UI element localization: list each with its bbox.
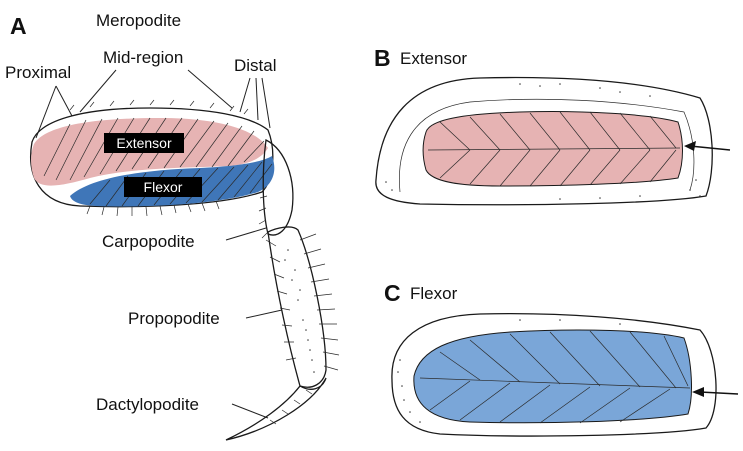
label-carpopodite: Carpopodite (102, 232, 195, 251)
panel-a-letter: A (10, 13, 27, 39)
extensor-box-label: Extensor (116, 135, 172, 151)
panel-a: A Meropodite Mid-region Proximal Distal … (5, 11, 339, 440)
label-distal: Distal (234, 56, 277, 75)
panel-c-letter: C (384, 280, 401, 306)
propopodite-setae (266, 234, 339, 370)
label-dactylopodite: Dactylopodite (96, 395, 199, 414)
flexor-box-label: Flexor (144, 179, 183, 195)
label-mid-region: Mid-region (103, 48, 183, 67)
panel-b: B Extensor (374, 45, 730, 205)
label-propopodite: Propopodite (128, 309, 220, 328)
panel-c-title: Flexor (410, 284, 458, 303)
arrow-c (692, 387, 738, 397)
label-proximal: Proximal (5, 63, 71, 82)
panel-b-letter: B (374, 45, 391, 71)
extensor-label-box: Extensor (104, 133, 184, 153)
arrow-b (684, 141, 730, 151)
panel-b-title: Extensor (400, 49, 467, 68)
panel-c: C Flexor (384, 280, 738, 436)
flexor-label-box: Flexor (124, 177, 202, 197)
propopodite-segment (266, 227, 339, 387)
label-meropodite: Meropodite (96, 11, 181, 30)
